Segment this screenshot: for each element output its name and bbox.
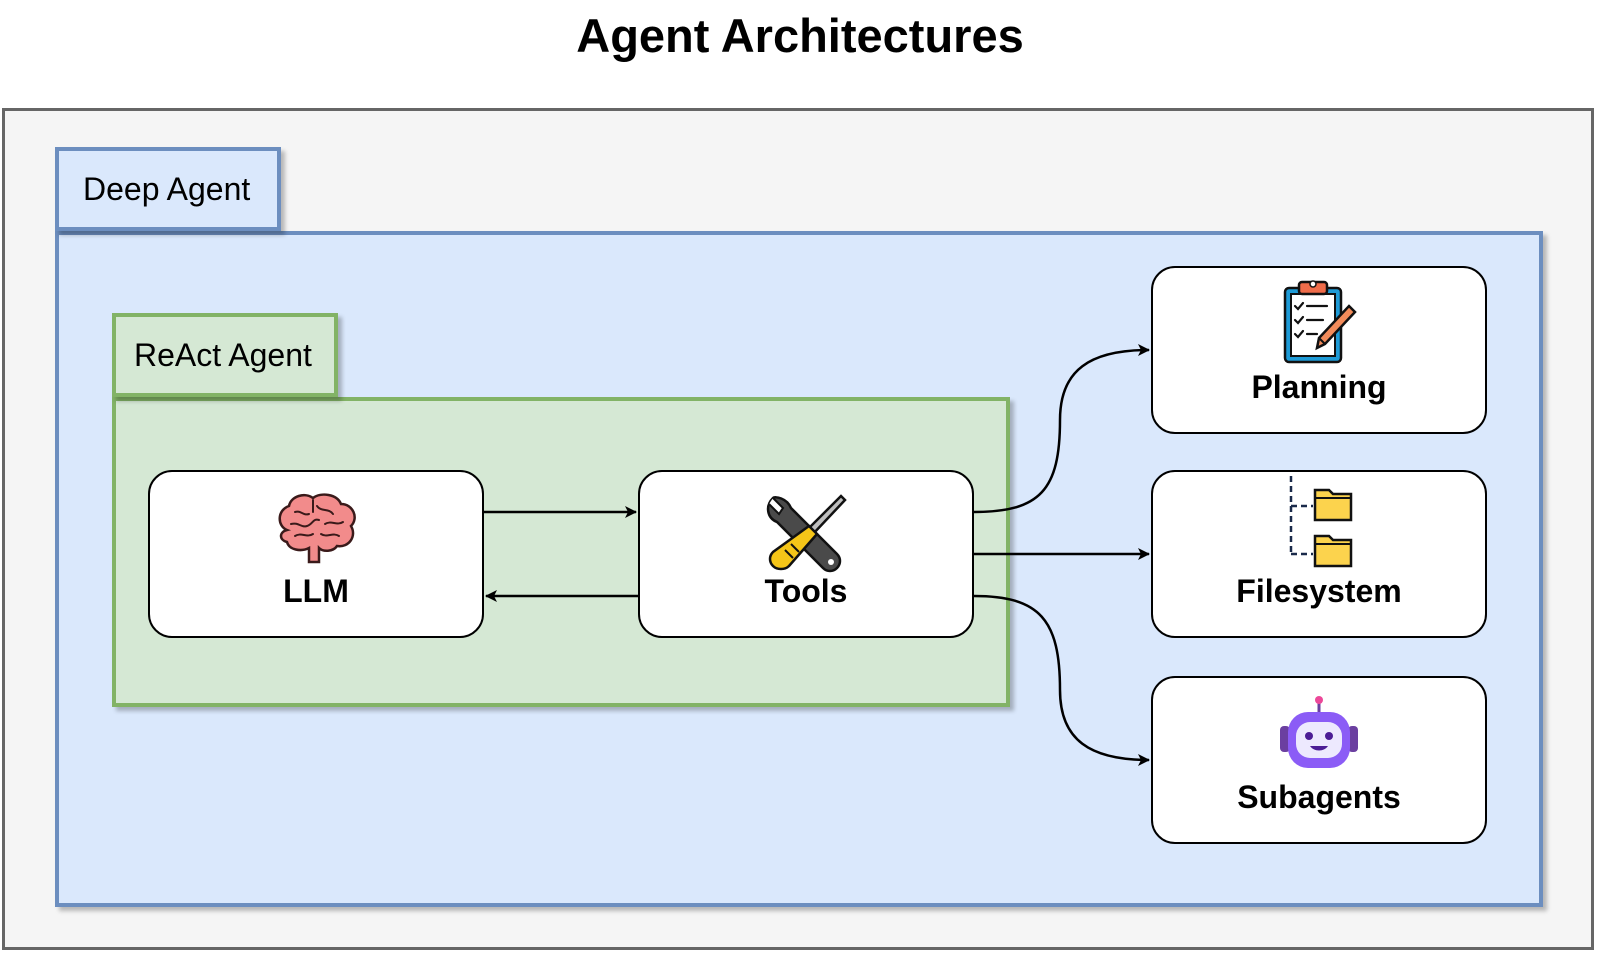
clipboard-checklist-icon	[1153, 278, 1485, 369]
react-agent-label: ReAct Agent	[112, 313, 338, 397]
folder-tree-icon	[1153, 474, 1485, 575]
subagents-node[interactable]: Subagents	[1151, 676, 1487, 844]
brain-icon	[150, 490, 482, 571]
deep-agent-label: Deep Agent	[55, 147, 281, 231]
robot-icon	[1153, 694, 1485, 777]
filesystem-label: Filesystem	[1236, 573, 1402, 609]
llm-node[interactable]: LLM	[148, 470, 484, 638]
subagents-label: Subagents	[1237, 779, 1401, 815]
planning-label: Planning	[1251, 369, 1387, 405]
llm-label: LLM	[283, 573, 349, 609]
wrench-screwdriver-icon	[640, 490, 972, 579]
tools-label: Tools	[764, 573, 848, 609]
filesystem-node[interactable]: Filesystem	[1151, 470, 1487, 638]
tools-node[interactable]: Tools	[638, 470, 974, 638]
diagram-title: Agent Architectures	[576, 9, 1024, 62]
planning-node[interactable]: Planning	[1151, 266, 1487, 434]
